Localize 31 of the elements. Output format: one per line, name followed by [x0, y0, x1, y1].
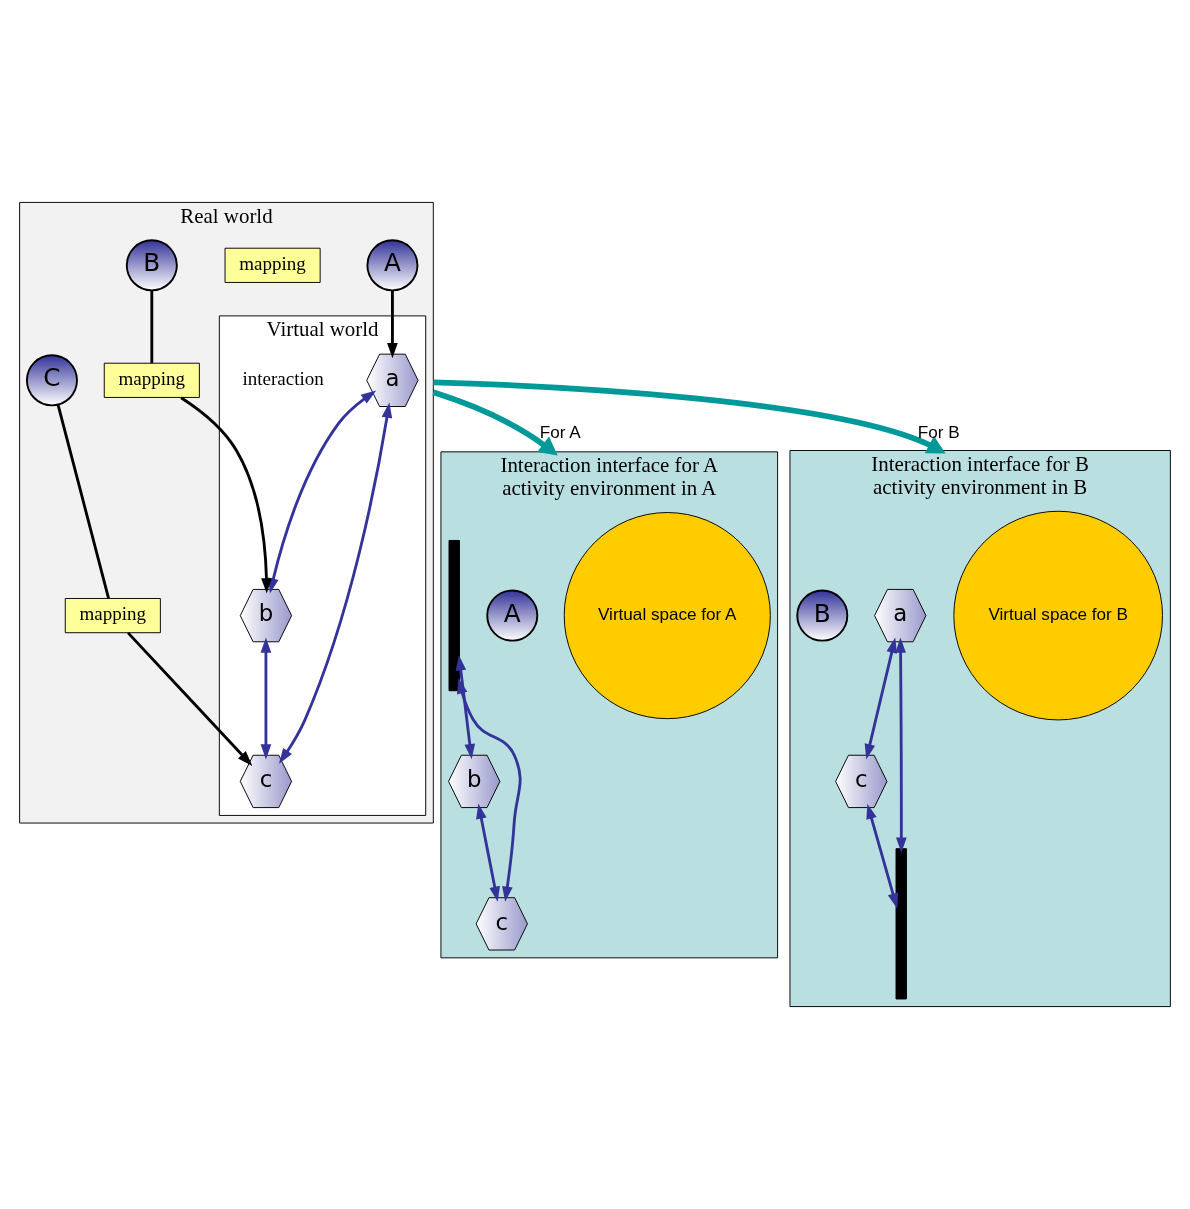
node-bar — [895, 848, 907, 1000]
connector — [150, 290, 154, 364]
arrow — [268, 390, 377, 594]
arrow — [433, 379, 946, 454]
edge-label: For B — [917, 422, 960, 442]
connector — [56, 404, 110, 599]
node-circle: Virtual space for B — [953, 510, 1163, 721]
node-box: mapping — [224, 247, 321, 283]
edge-label: For A — [539, 422, 581, 442]
arrow — [455, 655, 476, 760]
arrow — [432, 389, 558, 456]
arrow — [476, 803, 500, 902]
node-box: mapping — [103, 362, 200, 398]
arrow — [895, 637, 907, 853]
arrow — [457, 678, 522, 902]
arrow — [278, 402, 393, 764]
arrow — [127, 631, 253, 766]
node-circle: A — [486, 589, 539, 642]
node-circle: Virtual space for A — [563, 512, 771, 720]
arrow — [864, 637, 897, 760]
node-circle: A — [366, 239, 419, 292]
node-bar — [448, 540, 460, 692]
arrow — [260, 637, 272, 760]
arrow — [866, 803, 899, 909]
node-circle: B — [125, 239, 178, 292]
arrow — [180, 396, 272, 594]
arrow — [387, 290, 398, 359]
node-box: mapping — [64, 598, 161, 634]
label: interaction — [242, 368, 324, 390]
node-circle: C — [25, 354, 78, 407]
node-circle: B — [796, 589, 849, 642]
